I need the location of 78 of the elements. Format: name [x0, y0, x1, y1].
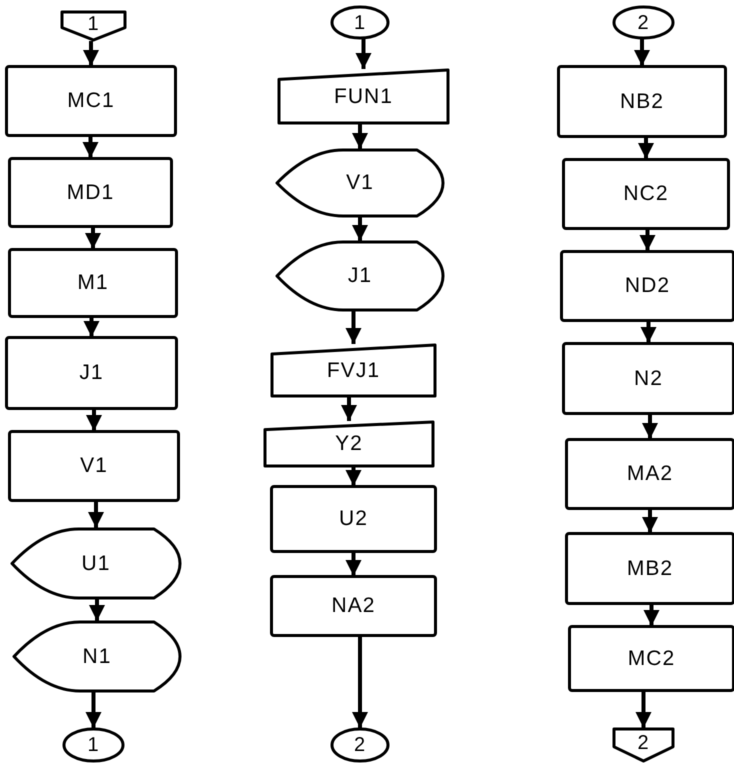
arrow [636, 691, 652, 728]
node-label: NC2 [623, 181, 669, 208]
node-label: NB2 [620, 88, 664, 115]
arrow [85, 227, 101, 249]
manual-input-shape [277, 68, 450, 125]
node-label: 2 [354, 735, 366, 755]
node-label: 1 [354, 12, 366, 32]
connector-circle [330, 727, 390, 763]
arrow [352, 124, 368, 149]
offpage-connector [612, 727, 675, 763]
process-box [8, 157, 173, 228]
process-box [270, 485, 437, 553]
arrow [82, 136, 98, 158]
arrow [84, 317, 100, 337]
node-label: 1 [87, 735, 100, 755]
process-box [8, 248, 178, 318]
arrow [638, 137, 654, 159]
node-label: M1 [77, 270, 109, 296]
node-label: U1 [82, 550, 110, 577]
display-shape [10, 527, 182, 600]
process-box [565, 438, 734, 510]
arrow [640, 321, 656, 343]
arrow [86, 692, 102, 728]
arrow [352, 636, 368, 728]
node-label: J1 [348, 263, 372, 290]
node-label: N2 [634, 366, 663, 392]
process-box [562, 342, 734, 415]
process-box [565, 532, 734, 605]
display-shape [275, 148, 445, 218]
arrow [634, 39, 650, 66]
process-box [5, 336, 178, 410]
node-label: Y2 [335, 431, 363, 458]
process-box [5, 65, 177, 137]
node-label: 2 [637, 12, 650, 32]
node-label: 1 [87, 14, 100, 34]
display-shape [12, 620, 182, 693]
process-box [8, 430, 180, 502]
display-shape [275, 240, 445, 312]
connector-circle [612, 5, 675, 40]
manual-input-shape [270, 343, 437, 398]
arrow [86, 409, 102, 431]
arrow [346, 311, 362, 344]
node-label: MB2 [626, 556, 674, 582]
arrow [644, 604, 660, 626]
arrow [642, 509, 658, 533]
node-label: 2 [637, 733, 650, 753]
arrow [640, 229, 656, 251]
arrow [352, 217, 368, 241]
process-box [557, 65, 727, 138]
process-box [568, 625, 734, 692]
process-box [562, 158, 730, 230]
node-label: MD1 [66, 180, 114, 206]
arrow [356, 39, 372, 69]
node-label: V1 [80, 453, 108, 480]
arrow [642, 414, 658, 439]
process-box [270, 575, 437, 637]
node-label: J1 [79, 360, 104, 386]
node-label: ND2 [624, 273, 670, 300]
node-label: MC1 [67, 88, 115, 114]
arrow [88, 501, 104, 528]
node-label: MC2 [628, 646, 676, 672]
node-label: N1 [82, 644, 112, 670]
connector-circle [62, 727, 125, 763]
node-label: FUN1 [334, 84, 394, 110]
arrow [346, 467, 362, 486]
arrow [346, 552, 362, 576]
offpage-connector [60, 10, 127, 42]
process-box [560, 250, 734, 322]
manual-input-shape [263, 420, 435, 468]
connector-circle [330, 5, 390, 40]
node-label: MA2 [626, 461, 674, 488]
arrow [341, 397, 357, 421]
arrow [89, 599, 105, 621]
node-label: NA2 [331, 593, 376, 620]
node-label: FVJ1 [326, 358, 380, 384]
node-label: U2 [339, 506, 368, 532]
node-label: V1 [346, 170, 374, 196]
arrow [83, 41, 99, 66]
